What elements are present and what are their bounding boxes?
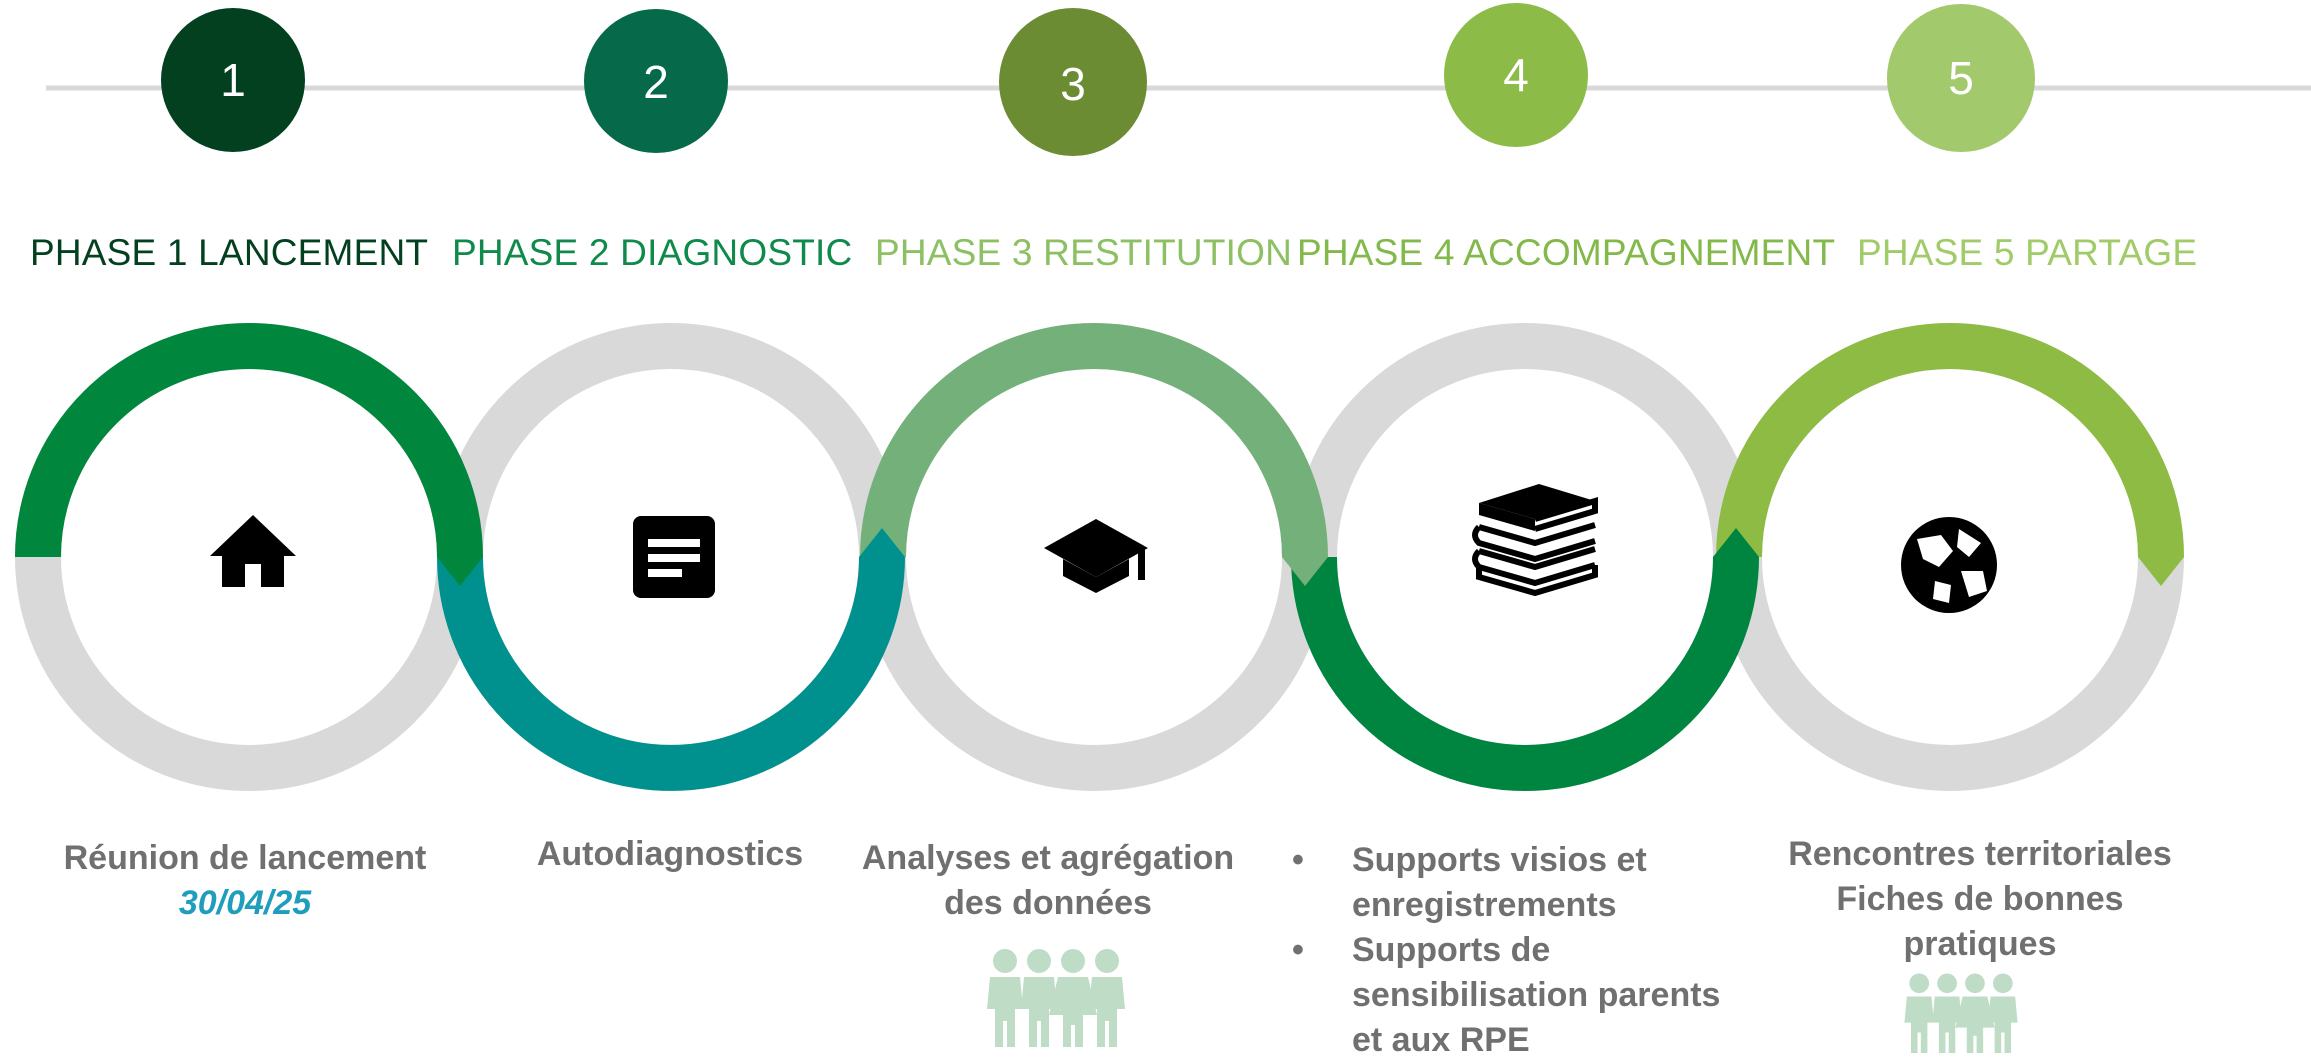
caption-text: Autodiagnostics (536, 835, 804, 873)
person-figure (1021, 949, 1057, 1047)
caption-phase-3: Analyses et agrégation des données (838, 836, 1258, 926)
caption-line: des données (944, 884, 1152, 922)
launch-date: 30/04/25 (178, 884, 312, 922)
ring-arcs (15, 323, 2184, 791)
step-circle (161, 8, 305, 152)
books-icon (1472, 484, 1598, 597)
step-number: 3 (1060, 58, 1086, 110)
person-figure (1955, 973, 1995, 1053)
arc-phase-4 (1291, 556, 1759, 791)
step-badge-3: 3 (999, 8, 1147, 156)
step-number: 2 (643, 56, 669, 108)
phase-title-3: PHASE 3 RESTITUTION (875, 232, 1293, 273)
step-number: 1 (220, 54, 246, 106)
caption-phase-2: Autodiagnostics (465, 832, 875, 877)
caption-line: Rencontres territoriales (1788, 835, 2172, 873)
step-circle (999, 8, 1147, 156)
arc-phase-1 (15, 323, 483, 558)
caption-text: Réunion de lancement (63, 839, 427, 877)
people-group-icon (987, 949, 1125, 1047)
arc-tips (437, 528, 2184, 586)
caption-line: Analyses et agrégation (861, 839, 1235, 877)
bullet-item: Supports de sensibilisation parents et a… (1292, 928, 1752, 1063)
arc-phase-3 (860, 323, 1328, 558)
arc-tip-5 (2138, 557, 2184, 586)
step-number: 5 (1948, 52, 1974, 104)
caption-line: Fiches de bonnes (1836, 880, 2124, 918)
home-icon (210, 515, 296, 587)
phase-title-2: PHASE 2 DIAGNOSTIC (452, 232, 853, 273)
document-icon (633, 516, 715, 598)
graduation-cap-icon (1044, 519, 1148, 593)
person-figure (1049, 949, 1097, 1047)
person-figure (1988, 973, 2018, 1053)
phase-title-1: PHASE 1 LANCEMENT (30, 232, 429, 273)
arc-phase-5 (1716, 323, 2184, 558)
person-figure (1932, 973, 1962, 1053)
arc-tip-2 (859, 528, 905, 557)
person-figure (1089, 949, 1125, 1047)
caption-phase-1: Réunion de lancement 30/04/25 (40, 836, 450, 926)
step-number: 4 (1503, 49, 1529, 101)
arc-phase-2 (437, 556, 905, 791)
phase-title-4: PHASE 4 ACCOMPAGNEMENT (1297, 232, 1836, 273)
person-figure (1904, 973, 1934, 1053)
arc-tip-3 (1282, 557, 1328, 586)
step-circle (584, 9, 728, 153)
people-group-icon (1904, 973, 2018, 1053)
person-figure (987, 949, 1023, 1047)
phase-title-5: PHASE 5 PARTAGE (1857, 232, 2198, 273)
caption-phase-5: Rencontres territoriales Fiches de bonne… (1760, 832, 2200, 967)
step-badge-2: 2 (584, 9, 728, 153)
caption-line: pratiques (1903, 925, 2057, 963)
arc-tip-4 (1713, 528, 1759, 557)
caption-phase-4: Supports visios et enregistrements Suppo… (1292, 838, 1752, 1063)
step-badge-1: 1 (161, 8, 305, 152)
globe-icon (1901, 517, 1997, 613)
step-circle (1444, 3, 1588, 147)
step-badge-5: 5 (1887, 4, 2035, 152)
step-badge-4: 4 (1444, 3, 1588, 147)
step-circle (1887, 4, 2035, 152)
bullet-item: Supports visios et enregistrements (1292, 838, 1752, 928)
arc-tip-1 (437, 557, 483, 586)
